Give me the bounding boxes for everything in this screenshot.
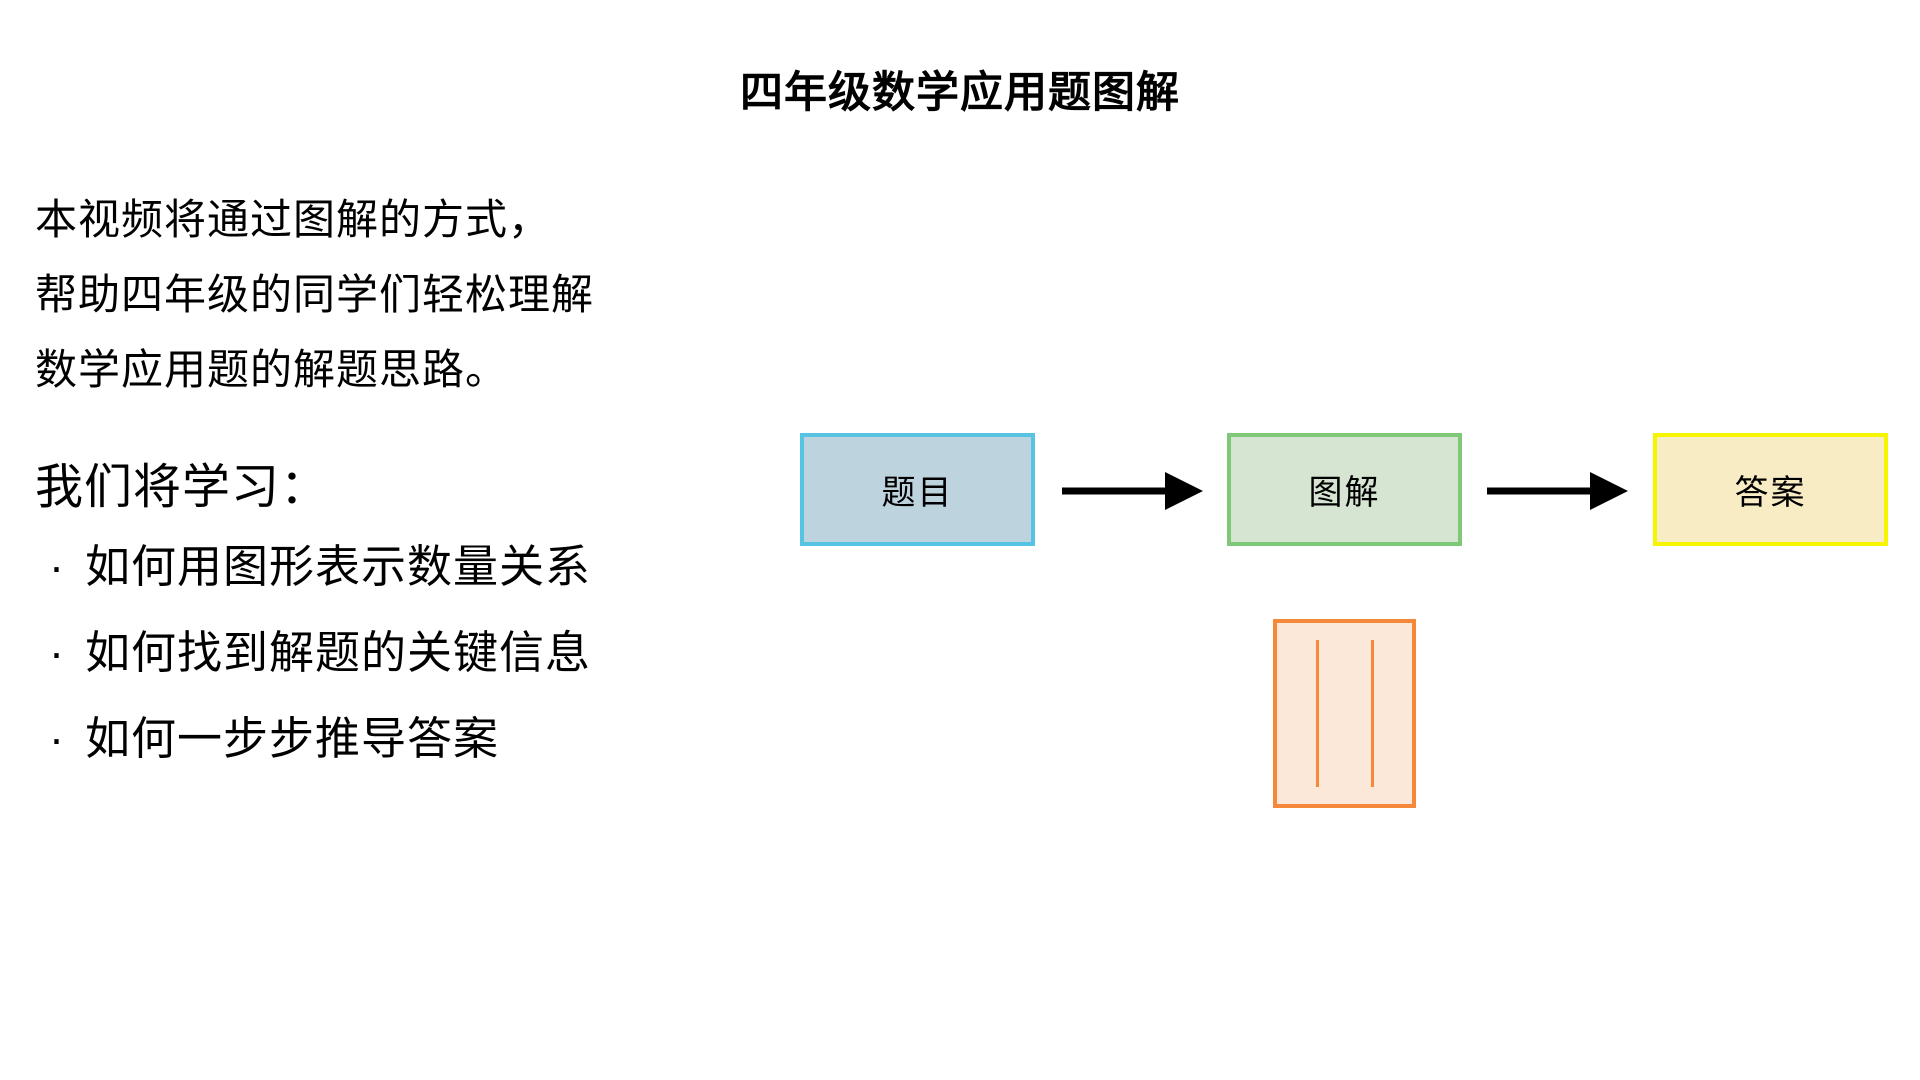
- flow-node-label: 题目: [881, 474, 954, 512]
- intro-paragraph: 本视频将通过图解的方式， 帮助四年级的同学们轻松理解 数学应用题的解题思路。: [35, 182, 594, 407]
- flow-node-label: 图解: [1308, 474, 1381, 512]
- segment-line: [1371, 640, 1374, 787]
- list-item: · 如何找到解题的关键信息: [35, 610, 591, 696]
- learning-heading: 我们将学习：: [35, 461, 330, 514]
- flow-node-answer: 答案: [1653, 433, 1888, 546]
- right-arrow-icon: [1487, 472, 1628, 510]
- bullet-text: 如何用图形表示数量关系: [85, 541, 592, 592]
- list-item: · 如何一步步推导答案: [35, 696, 591, 782]
- intro-line: 帮助四年级的同学们轻松理解: [35, 271, 595, 318]
- bullet-text: 如何找到解题的关键信息: [85, 627, 592, 678]
- intro-line: 本视频将通过图解的方式，: [35, 196, 552, 243]
- segment-diagram-placeholder: [1273, 619, 1416, 808]
- intro-line: 数学应用题的解题思路。: [35, 346, 509, 393]
- flow-node-problem: 题目: [800, 433, 1035, 546]
- page-title: 四年级数学应用题图解: [740, 69, 1180, 117]
- flow-node-label: 答案: [1734, 474, 1807, 512]
- right-arrow-icon: [1062, 472, 1203, 510]
- bullet-text: 如何一步步推导答案: [85, 713, 500, 764]
- segment-line: [1316, 640, 1319, 787]
- learning-bullet-list: · 如何用图形表示数量关系 · 如何找到解题的关键信息 · 如何一步步推导答案: [35, 524, 591, 782]
- bullet-dot: ·: [49, 627, 65, 678]
- flow-node-diagram: 图解: [1227, 433, 1462, 546]
- bullet-dot: ·: [49, 713, 65, 764]
- list-item: · 如何用图形表示数量关系: [35, 524, 591, 610]
- bullet-dot: ·: [49, 541, 65, 592]
